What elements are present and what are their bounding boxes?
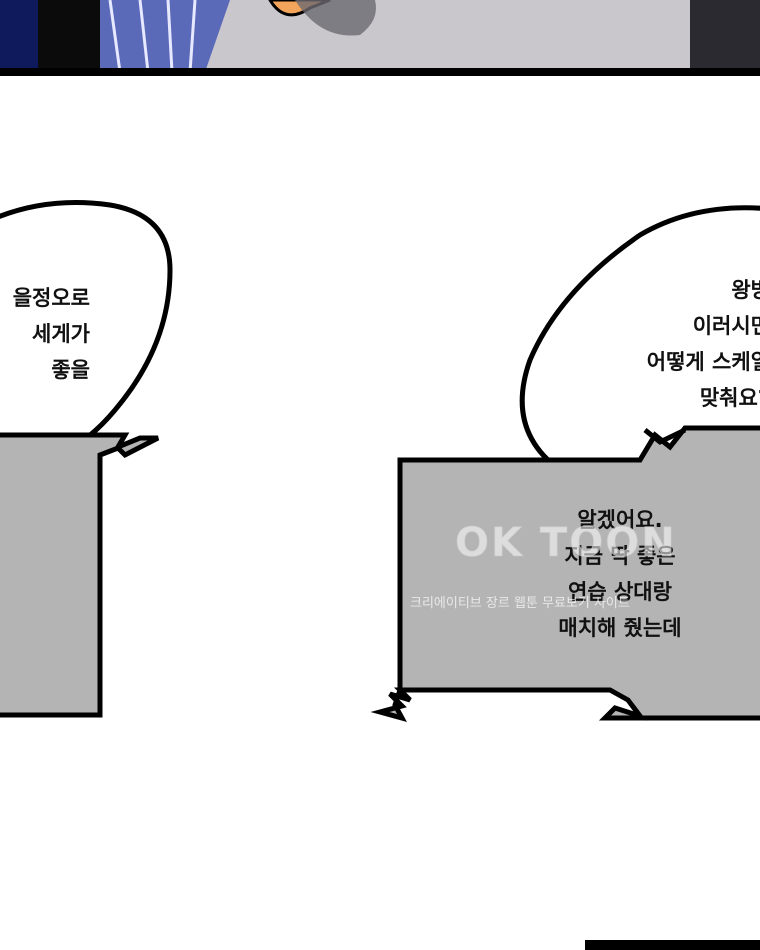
dialog-line: 어떻게 스케일: [646, 350, 760, 374]
dialog-line: 맞춰요?: [699, 386, 760, 410]
dialog-line: 매치해 줬는데: [558, 616, 682, 640]
dialog-line: 좋을: [51, 358, 90, 382]
dialog-line: 왕방: [731, 278, 760, 302]
right-narration-box: [370, 425, 760, 722]
right-bubble-text: 왕방 이러시면 어떻게 스케일 맞춰요?: [590, 272, 760, 416]
dialog-line: 알겠어요.: [577, 508, 663, 532]
dialog-line: 지금 딱 좋은: [564, 544, 676, 568]
left-speech-bubble: [0, 200, 173, 458]
watermark-caption: 크리에이티브 장르 웹툰 무료보기 사이트: [410, 596, 630, 611]
dialog-line: 을정오로: [12, 286, 90, 310]
dialog-line: 세게가: [32, 322, 90, 346]
dialog-line: 연습 상대랑: [568, 580, 672, 604]
watermark-logo: OK TOON: [455, 520, 677, 567]
top-panel: [0, 0, 760, 76]
dialog-line: 이러시면: [692, 314, 760, 338]
left-narration-box: [0, 432, 160, 718]
right-box-text: 알겠어요. 지금 딱 좋은 연습 상대랑 매치해 줬는데: [470, 502, 760, 646]
left-bubble-text: 을정오로 세게가 좋을: [0, 280, 90, 388]
